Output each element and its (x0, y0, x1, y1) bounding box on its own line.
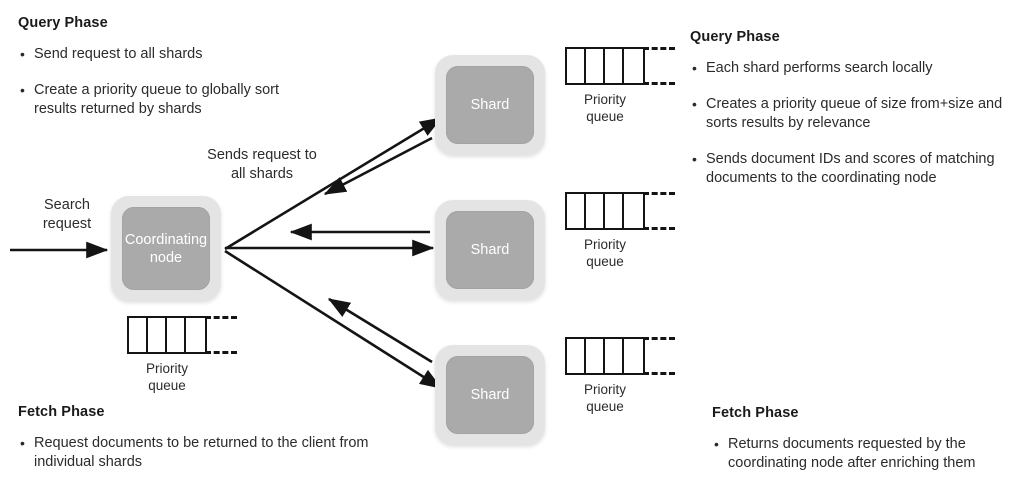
list-item-text: Each shard performs search locally (706, 60, 933, 76)
list-item-text: Create a priority queue to globally sort… (34, 82, 280, 117)
list-item: • Returns documents requested by the coo… (712, 435, 1012, 473)
queue-label: Priority queue (583, 382, 626, 414)
right-fetch-phase-bullets: • Returns documents requested by the coo… (712, 435, 1012, 473)
queue-label: Priority queue (583, 237, 626, 269)
arrow-node-to-shard-3 (224, 249, 443, 390)
queue-cell (624, 194, 643, 228)
arrow-shard-3-to-node (327, 297, 433, 364)
queue-dash-bottom (643, 82, 675, 85)
list-item-text: Returns documents requested by the coord… (728, 436, 976, 471)
bullet-icon: • (714, 436, 719, 452)
queue-cells (565, 337, 645, 375)
queue-label: Priority queue (583, 92, 626, 124)
list-item: • Each shard performs search locally (690, 59, 1010, 78)
queue-dash-top (643, 192, 675, 195)
queue-cell (167, 318, 186, 352)
list-item-text: Sends document IDs and scores of matchin… (706, 151, 995, 186)
queue-cell (586, 49, 605, 83)
queue-dash-top (643, 337, 675, 340)
right-query-phase-block: Query Phase • Each shard performs search… (690, 29, 1010, 188)
right-query-phase-title: Query Phase (690, 29, 780, 45)
queue-shape (565, 47, 675, 85)
arrow-shard-1-to-node (323, 136, 433, 196)
queue-cell (586, 194, 605, 228)
shard-node-3-label: Shard (446, 356, 534, 434)
coordinating-priority-queue: Priority queue (127, 316, 237, 394)
right-fetch-phase-block: Fetch Phase • Returns documents requeste… (712, 405, 1012, 473)
list-item: • Send request to all shards (18, 45, 318, 64)
shard-3-priority-queue: Priority queue (565, 337, 675, 415)
list-item-text: Send request to all shards (34, 46, 203, 62)
search-request-label: Search request (42, 197, 92, 232)
right-query-phase-bullets: • Each shard performs search locally • C… (690, 59, 1010, 188)
queue-dash-top (643, 47, 675, 50)
queue-cell (586, 339, 605, 373)
queue-cell (129, 318, 148, 352)
queue-shape (565, 192, 675, 230)
left-query-phase-title: Query Phase (18, 15, 108, 31)
list-item: • Request documents to be returned to th… (18, 434, 378, 472)
queue-cells (565, 192, 645, 230)
queue-cell (605, 194, 624, 228)
shard-node-1-box[interactable]: Shard (435, 55, 545, 155)
left-query-phase-bullets: • Send request to all shards • Create a … (18, 45, 318, 119)
queue-cells (127, 316, 207, 354)
left-fetch-phase-bullets: • Request documents to be returned to th… (18, 434, 378, 472)
list-item: • Create a priority queue to globally so… (18, 81, 318, 119)
shard-node-2-box[interactable]: Shard (435, 200, 545, 300)
list-item: • Creates a priority queue of size from+… (690, 95, 1010, 133)
list-item-text: Creates a priority queue of size from+si… (706, 96, 1003, 131)
shard-1-priority-queue: Priority queue (565, 47, 675, 125)
queue-cell (624, 49, 643, 83)
queue-cell (186, 318, 205, 352)
queue-cell (624, 339, 643, 373)
queue-cell (567, 194, 586, 228)
sends-request-label: Sends request to all shards (207, 147, 317, 182)
shard-node-3-box[interactable]: Shard (435, 345, 545, 445)
queue-dash-bottom (643, 372, 675, 375)
left-fetch-phase-block: Fetch Phase • Request documents to be re… (18, 404, 378, 472)
coordinating-node-label: Coordinating node (122, 207, 210, 290)
queue-cell (605, 339, 624, 373)
list-item-text: Request documents to be returned to the … (34, 435, 369, 470)
coordinating-node-box[interactable]: Coordinating node (111, 196, 221, 301)
list-item: • Sends document IDs and scores of match… (690, 150, 1010, 188)
queue-dash-bottom (205, 351, 237, 354)
queue-shape (565, 337, 675, 375)
bullet-icon: • (20, 435, 25, 451)
bullet-icon: • (692, 60, 697, 76)
shard-2-priority-queue: Priority queue (565, 192, 675, 270)
queue-dash-bottom (643, 227, 675, 230)
bullet-icon: • (692, 151, 697, 167)
queue-cell (605, 49, 624, 83)
bullet-icon: • (20, 46, 25, 62)
queue-cell (567, 49, 586, 83)
bullet-icon: • (692, 96, 697, 112)
queue-cell (567, 339, 586, 373)
queue-label: Priority queue (145, 361, 188, 393)
left-query-phase-block: Query Phase • Send request to all shards… (18, 15, 318, 119)
left-fetch-phase-title: Fetch Phase (18, 404, 105, 420)
queue-shape (127, 316, 237, 354)
queue-cells (565, 47, 645, 85)
queue-cell (148, 318, 167, 352)
shard-node-2-label: Shard (446, 211, 534, 289)
right-fetch-phase-title: Fetch Phase (712, 405, 799, 421)
bullet-icon: • (20, 82, 25, 98)
queue-dash-top (205, 316, 237, 319)
shard-node-1-label: Shard (446, 66, 534, 144)
